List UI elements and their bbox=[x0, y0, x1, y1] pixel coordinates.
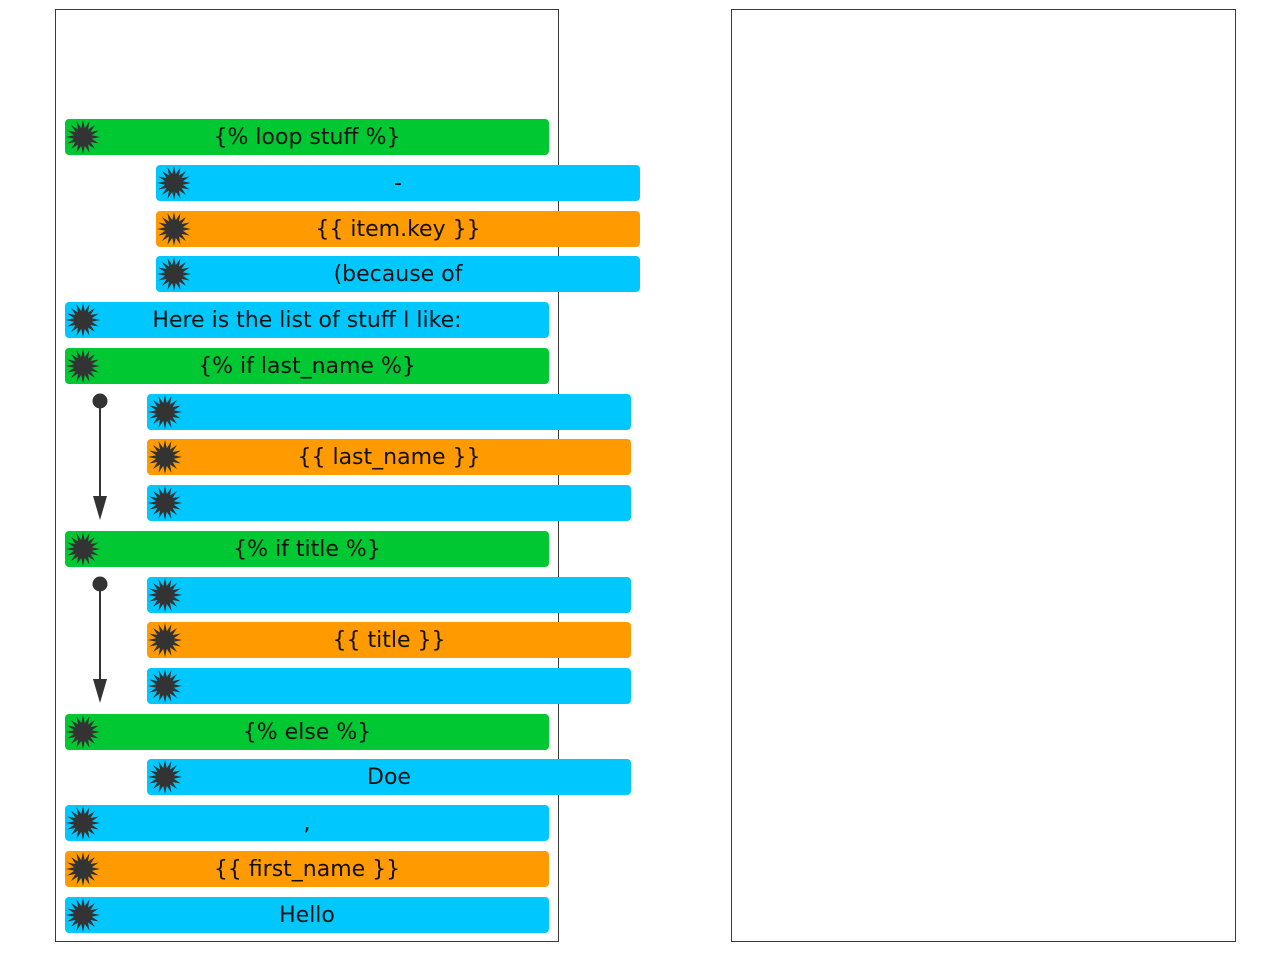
burst-handle-icon[interactable] bbox=[147, 577, 183, 613]
block-label: , bbox=[303, 810, 311, 836]
block-text-dash[interactable]: - bbox=[156, 165, 640, 201]
block-text-list-intro[interactable]: Here is the list of stuff I like: bbox=[65, 302, 549, 338]
burst-handle-icon[interactable] bbox=[65, 119, 101, 155]
block-text-doe[interactable]: Doe bbox=[147, 759, 631, 795]
block-label: Doe bbox=[367, 764, 411, 790]
block-first-name-var[interactable]: {{ first_name }} bbox=[65, 851, 549, 887]
block-if-last-name[interactable]: {% if last_name %} bbox=[65, 348, 549, 384]
block-text-empty[interactable] bbox=[147, 485, 631, 521]
block-text-because-of[interactable]: (because of bbox=[156, 256, 640, 292]
template-panel-right[interactable] bbox=[731, 9, 1236, 942]
block-loop-stuff[interactable]: {% loop stuff %} bbox=[65, 119, 549, 155]
burst-handle-icon[interactable] bbox=[147, 759, 183, 795]
block-last-name-var[interactable]: {{ last_name }} bbox=[147, 439, 631, 475]
template-panel-left[interactable] bbox=[55, 9, 559, 942]
burst-handle-icon[interactable] bbox=[65, 714, 101, 750]
block-else[interactable]: {% else %} bbox=[65, 714, 549, 750]
block-label: {% if last_name %} bbox=[198, 353, 416, 379]
block-title-var[interactable]: {{ title }} bbox=[147, 622, 631, 658]
burst-handle-icon[interactable] bbox=[156, 211, 192, 247]
burst-handle-icon[interactable] bbox=[147, 485, 183, 521]
block-label: (because of bbox=[333, 261, 463, 287]
burst-handle-icon[interactable] bbox=[147, 439, 183, 475]
burst-handle-icon[interactable] bbox=[65, 851, 101, 887]
block-text-empty[interactable] bbox=[147, 394, 631, 430]
block-label bbox=[147, 577, 631, 613]
block-item-key[interactable]: {{ item.key }} bbox=[156, 211, 640, 247]
burst-handle-icon[interactable] bbox=[147, 668, 183, 704]
block-text-empty[interactable] bbox=[147, 577, 631, 613]
block-label: {% if title %} bbox=[233, 536, 381, 562]
block-label: {{ first_name }} bbox=[213, 856, 401, 882]
burst-handle-icon[interactable] bbox=[65, 531, 101, 567]
block-label bbox=[147, 668, 631, 704]
block-label bbox=[147, 394, 631, 430]
block-if-title[interactable]: {% if title %} bbox=[65, 531, 549, 567]
block-label: {{ item.key }} bbox=[315, 216, 481, 242]
block-label: {{ title }} bbox=[332, 627, 446, 653]
block-label: {% loop stuff %} bbox=[213, 124, 401, 150]
burst-handle-icon[interactable] bbox=[65, 805, 101, 841]
burst-handle-icon[interactable] bbox=[156, 165, 192, 201]
block-label: Here is the list of stuff I like: bbox=[152, 307, 462, 333]
block-text-comma[interactable]: , bbox=[65, 805, 549, 841]
block-label: {{ last_name }} bbox=[297, 444, 481, 470]
block-text-hello[interactable]: Hello bbox=[65, 897, 549, 933]
block-label: - bbox=[394, 170, 402, 196]
block-label bbox=[147, 485, 631, 521]
burst-handle-icon[interactable] bbox=[147, 622, 183, 658]
block-label: {% else %} bbox=[242, 719, 372, 745]
block-label: Hello bbox=[279, 902, 335, 928]
burst-handle-icon[interactable] bbox=[156, 256, 192, 292]
burst-handle-icon[interactable] bbox=[147, 394, 183, 430]
burst-handle-icon[interactable] bbox=[65, 302, 101, 338]
burst-handle-icon[interactable] bbox=[65, 897, 101, 933]
block-text-empty[interactable] bbox=[147, 668, 631, 704]
burst-handle-icon[interactable] bbox=[65, 348, 101, 384]
